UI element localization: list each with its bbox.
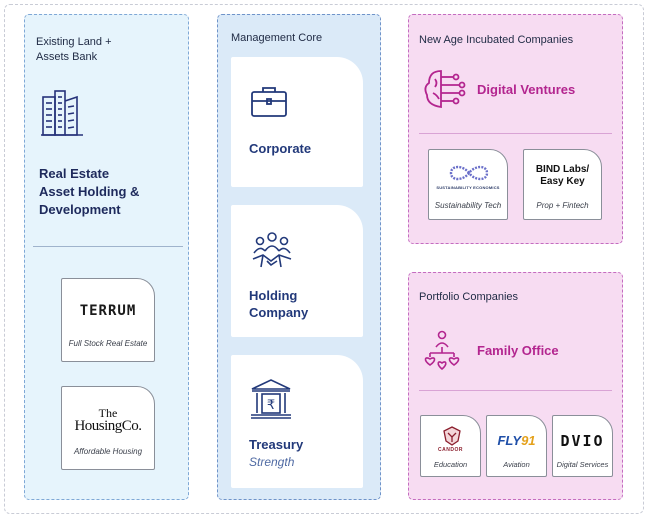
digital-ventures-title: Digital Ventures <box>477 82 576 97</box>
housingco-card[interactable]: The HousingCo. Affordable Housing <box>61 386 155 470</box>
treasury-sub: Strength <box>249 455 295 469</box>
card-caption: Aviation <box>503 460 530 469</box>
fly91-card[interactable]: FLY91 Aviation <box>486 415 547 477</box>
briefcase-icon <box>251 87 287 117</box>
treasury-card[interactable]: ₹ Treasury Strength <box>231 355 363 488</box>
candor-logo-text: CANDOR <box>438 447 463 453</box>
section-divider <box>419 133 612 134</box>
candor-crest-icon <box>443 426 461 446</box>
logo-part: FLY <box>497 433 522 448</box>
svg-text:₹: ₹ <box>267 398 275 413</box>
candor-card[interactable]: CANDOR Education <box>420 415 481 477</box>
section-divider <box>419 390 612 391</box>
incubated-companies-box: New Age Incubated Companies Digital Vent… <box>408 14 623 244</box>
logo-line: The <box>98 406 118 420</box>
card-caption: Education <box>433 460 468 469</box>
section-divider <box>33 246 183 247</box>
bind-labs-card[interactable]: BIND Labs/ Easy Key Prop + Fintech <box>523 149 602 220</box>
holding-company-label: Holding Company <box>249 287 308 321</box>
family-office-title: Family Office <box>477 343 559 358</box>
dvio-logo: DVIO <box>560 432 605 450</box>
corporate-label: Corporate <box>249 141 312 156</box>
corporate-card[interactable]: Corporate <box>231 57 363 187</box>
logo-part: 91 <box>521 433 536 448</box>
portfolio-companies-box: Portfolio Companies Family Office CANDOR… <box>408 272 623 500</box>
incubated-header: New Age Incubated Companies <box>419 34 574 46</box>
housingco-logo: The HousingCo. <box>62 406 154 434</box>
card-caption: Full Stock Real Estate <box>68 339 148 348</box>
logo-line: BIND Labs/ <box>535 164 590 175</box>
family-network-icon <box>424 330 460 371</box>
card-caption: Affordable Housing <box>73 447 143 456</box>
holding-company-card[interactable]: Holding Company <box>231 205 363 337</box>
bank-rupee-icon: ₹ <box>251 379 291 419</box>
fly91-logo: FLY91 <box>487 433 546 448</box>
team-handshake-icon <box>252 232 292 268</box>
title-line: Real Estate <box>39 166 110 181</box>
land-assets-column: Existing Land + Assets Bank Real Estate … <box>24 14 189 500</box>
title-line: Asset Holding & <box>39 184 140 199</box>
sustainability-card[interactable]: SUSTAINABILITY ECONOMICS Sustainability … <box>428 149 508 220</box>
header-line: Assets Bank <box>36 51 98 63</box>
card-caption: Prop + Fintech <box>536 201 589 210</box>
terrum-logo: TERRUM <box>79 303 137 319</box>
card-caption: Digital Services <box>556 460 609 469</box>
header-line: Existing Land + <box>36 36 112 48</box>
buildings-icon <box>41 90 83 136</box>
label-line: Holding <box>249 288 298 303</box>
card-caption: Sustainability Tech <box>434 201 502 210</box>
terrum-card[interactable]: TERRUM Full Stock Real Estate <box>61 278 155 362</box>
diagram-frame <box>4 4 644 514</box>
real-estate-title: Real Estate Asset Holding & Development <box>39 165 184 219</box>
label-line: Company <box>249 305 309 320</box>
land-assets-header: Existing Land + Assets Bank <box>36 35 112 65</box>
treasury-label: Treasury <box>249 437 304 452</box>
dvio-card[interactable]: DVIO Digital Services <box>552 415 613 477</box>
management-core-column: Management Core Corporate <box>217 14 381 500</box>
logo-line: HousingCo. <box>74 418 142 434</box>
circuit-brain-icon <box>424 70 466 109</box>
logo-line: Easy Key <box>540 176 585 187</box>
infinity-logo-icon <box>449 165 489 181</box>
sustainability-logo-text: SUSTAINABILITY ECONOMICS <box>436 185 500 190</box>
portfolio-header: Portfolio Companies <box>419 291 519 303</box>
title-line: Development <box>39 202 121 217</box>
bind-labs-logo: BIND Labs/ Easy Key <box>524 164 601 188</box>
management-core-header: Management Core <box>231 32 323 44</box>
